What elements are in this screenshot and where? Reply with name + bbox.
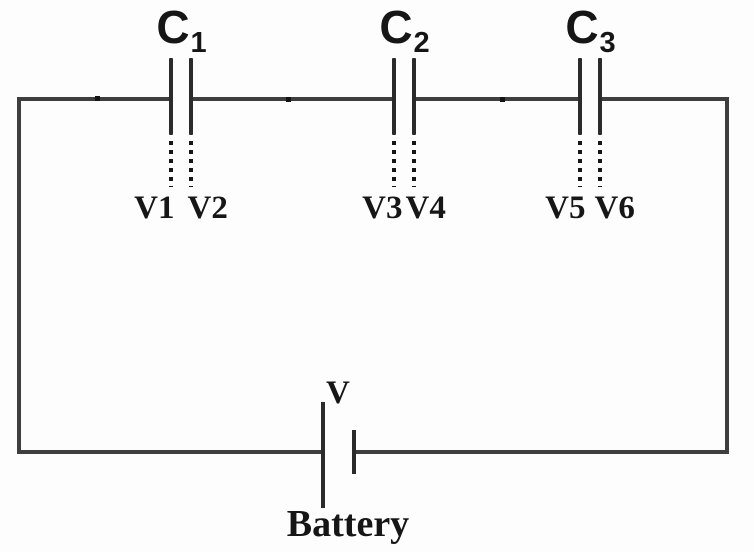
voltage-label-v2: V2	[187, 190, 228, 226]
wire-dot	[95, 96, 100, 101]
dotted-leader-left	[169, 141, 173, 187]
capacitor-plate-right	[598, 58, 602, 135]
voltage-label-v6: V6	[594, 190, 635, 226]
voltage-label-v5: V5	[545, 190, 586, 226]
capacitor-plate-left	[578, 58, 582, 135]
bottom-wire-segment	[356, 450, 729, 454]
dotted-leader-right	[598, 141, 602, 187]
wire-dot	[500, 97, 505, 102]
wire-dot	[286, 97, 291, 102]
voltage-label-v1: V1	[134, 190, 175, 226]
capacitor-subscript: 1	[190, 27, 207, 59]
capacitor-c3: C3 V5 V6	[510, 0, 670, 235]
capacitor-plate-right	[412, 58, 416, 135]
dotted-leader-left	[392, 141, 396, 187]
capacitor-symbol: C	[379, 1, 413, 53]
capacitor-subscript: 3	[599, 27, 616, 59]
battery-long-plate	[321, 402, 325, 508]
capacitor-plate-left	[169, 58, 173, 135]
plate-voltage-labels: V5 V6	[510, 192, 670, 225]
battery-voltage-label: V	[326, 375, 350, 411]
battery-name-label: Battery	[286, 503, 410, 545]
capacitor-plate-right	[189, 58, 193, 135]
voltage-label-v3: V3	[362, 190, 403, 226]
capacitor-plate-left	[392, 58, 396, 135]
capacitor-c1-label: C1	[101, 1, 261, 58]
dotted-leader-right	[189, 141, 193, 187]
top-wire-segment	[416, 97, 578, 101]
left-wire	[17, 97, 21, 454]
capacitor-c2: C2 V3 V4	[324, 0, 484, 235]
top-wire-segment	[17, 97, 169, 101]
capacitor-symbol: C	[565, 1, 599, 53]
capacitor-c3-label: C3	[510, 1, 670, 58]
capacitor-c1: C1 V1 V2	[101, 0, 261, 235]
plate-voltage-labels: V3 V4	[324, 192, 484, 225]
capacitor-symbol: C	[156, 1, 190, 53]
dotted-leader-right	[412, 141, 416, 187]
top-wire-segment	[602, 97, 729, 101]
bottom-wire-segment	[17, 450, 321, 454]
right-wire	[725, 97, 729, 454]
capacitor-subscript: 2	[413, 27, 430, 59]
dotted-leader-left	[578, 141, 582, 187]
voltage-label-v4: V4	[405, 190, 446, 226]
plate-voltage-labels: V1 V2	[101, 192, 261, 225]
battery-short-plate	[352, 430, 356, 474]
capacitor-c2-label: C2	[324, 1, 484, 58]
top-wire-segment	[193, 97, 392, 101]
